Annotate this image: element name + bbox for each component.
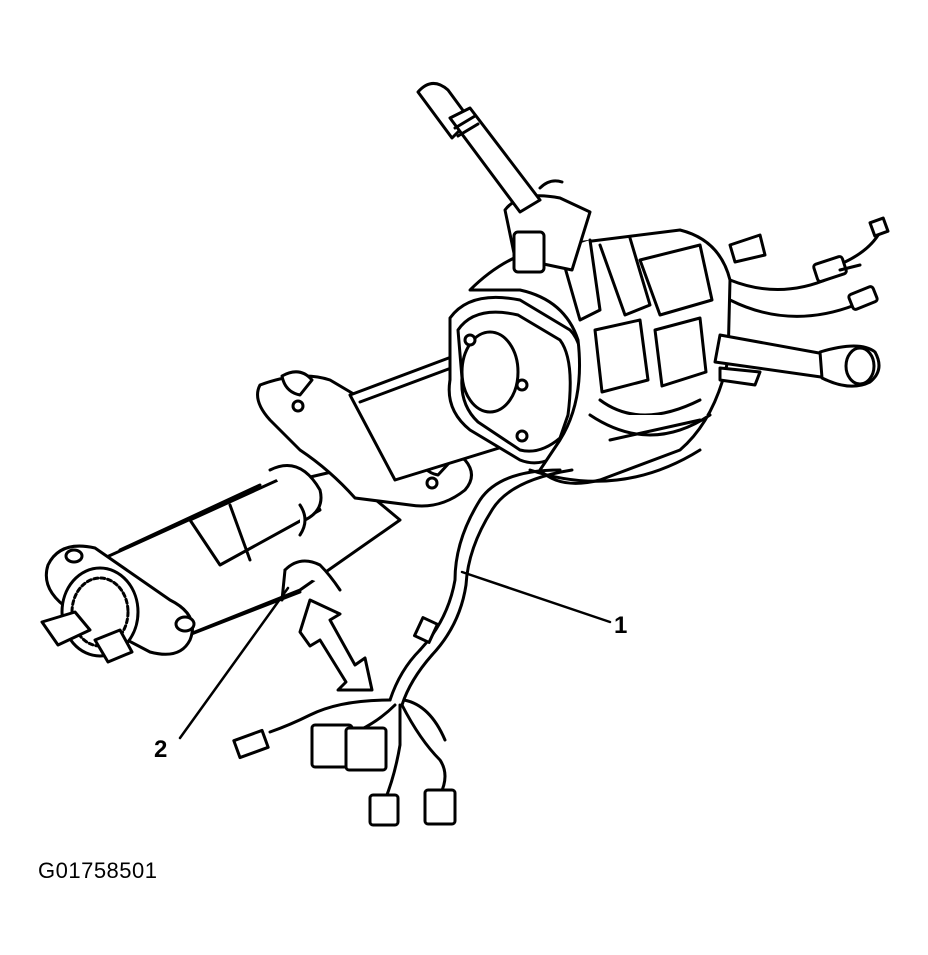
wiper-lever — [713, 333, 881, 388]
wiring-harness — [268, 448, 702, 802]
callout-number-2: 2 — [154, 736, 168, 763]
column-housing — [447, 179, 732, 485]
leader-lines — [178, 570, 612, 740]
leader-line-2 — [178, 586, 290, 740]
steering-column-tube — [40, 468, 402, 664]
callout-number-1: 1 — [614, 612, 628, 639]
motion-arrow — [298, 598, 374, 692]
figure-id: G01758501 — [38, 858, 158, 883]
leader-line-1 — [460, 570, 612, 624]
harness-retaining-clip — [268, 464, 342, 602]
harness-connectors — [232, 616, 457, 827]
upper-connectors — [728, 216, 890, 318]
turn-signal-lever — [416, 82, 542, 214]
